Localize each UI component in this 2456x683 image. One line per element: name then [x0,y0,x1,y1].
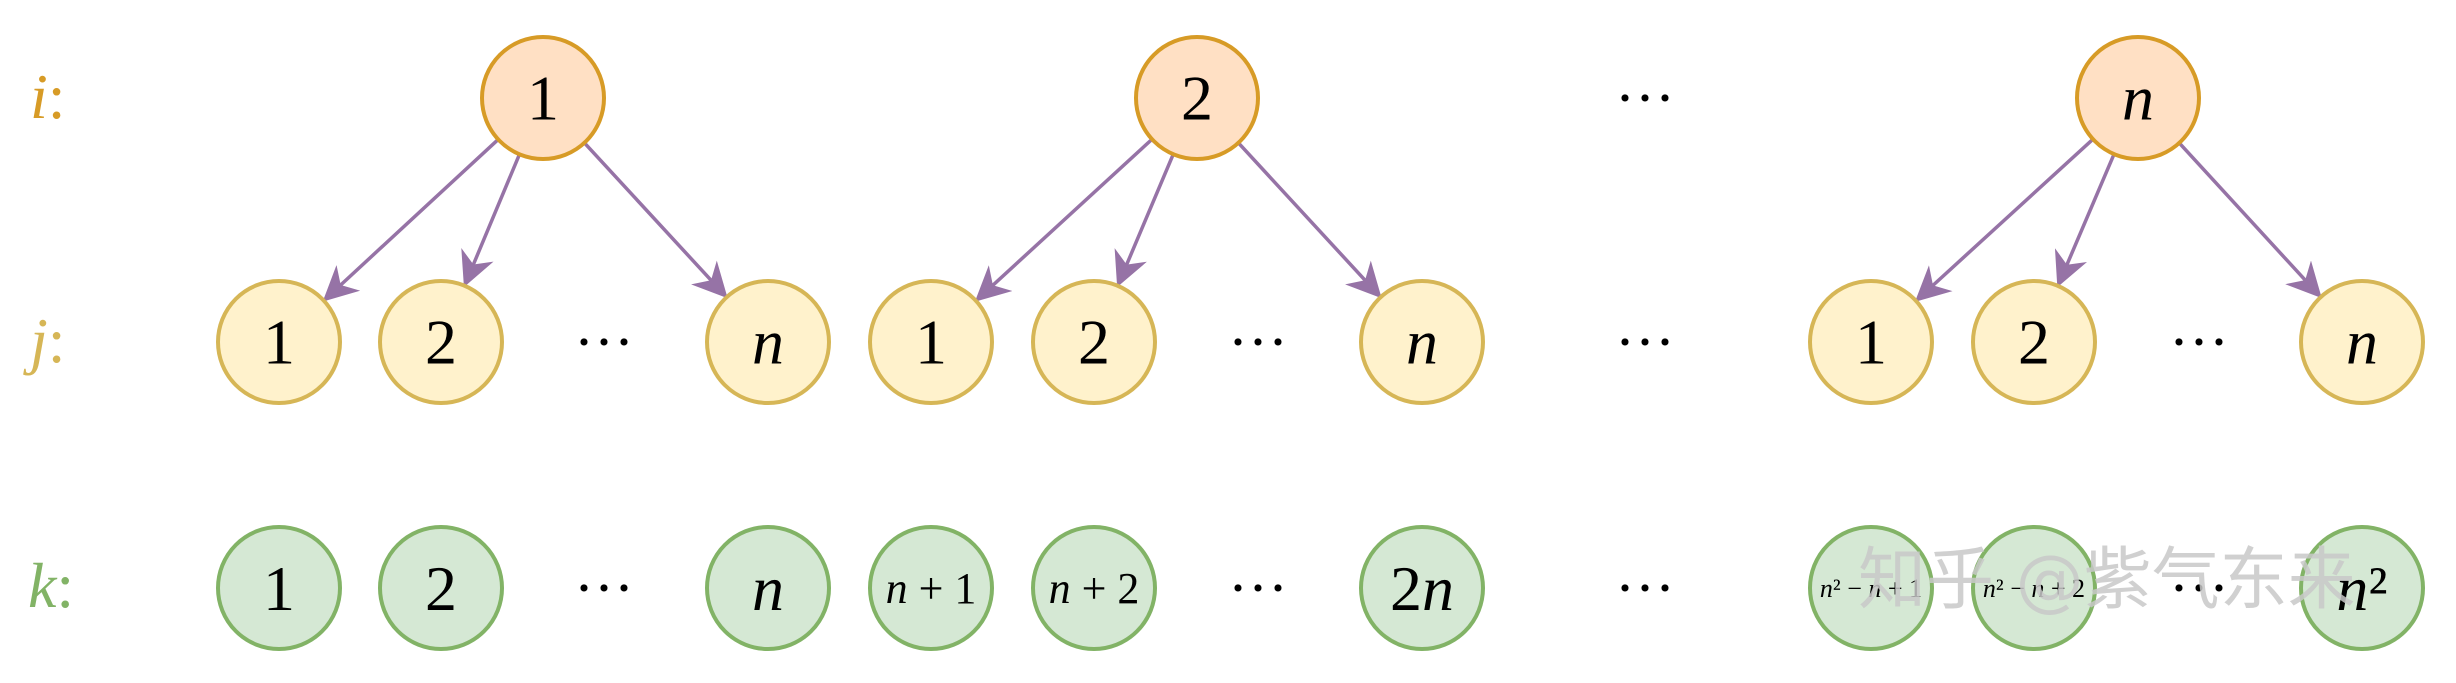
j-node-g3-2-circle [1971,279,2097,405]
j-node-g3-2: 2 [1971,279,2097,405]
row-label-k-colon: : [56,550,74,621]
j-node-g2-3-circle [1359,279,1485,405]
k-node-g1-1: 1 [216,525,342,651]
k-node-circle [1359,525,1485,651]
j-ellipsis-g2: ··· [1228,309,1288,375]
j-node-g2-1-circle [868,279,994,405]
arrow-i1-j3 [583,141,728,299]
k-node-label: n² − n + 1 [1820,574,1922,603]
k-node-label: n² − n + 2 [1983,574,2085,603]
watermark-text: 知乎 @紫气东来 [1858,541,2356,620]
j-node-g3-3-label: n [2346,307,2378,378]
k-node-circle [1971,525,2097,651]
k-ellipsis-g3: ··· [2169,555,2229,621]
k-ellipsis-mid: ··· [1615,555,1675,621]
j-node-g2-2-label: 2 [1078,307,1110,378]
j-node-g3-1-circle [1808,279,1934,405]
j-node-g1-2-circle [378,279,504,405]
i-ellipsis: ··· [1615,65,1675,131]
j-node-g2-3: n [1359,279,1485,405]
j-node-g3-2-label: 2 [2018,307,2050,378]
i-node-2-label: 2 [1181,63,1213,134]
k-node-g2-3: 2n [1359,525,1485,651]
i-node-1: 1 [480,35,606,161]
arrow-i3-j3 [2177,141,2322,299]
k-node-g1-2: 2 [378,525,504,651]
i-node-2-circle [1134,35,1260,161]
row-label-j: j: [23,305,66,376]
arrow-i2-j3 [1237,141,1382,299]
k-node-g3-1: n² − n + 1 [1808,525,1934,651]
row-label-i: i: [30,61,66,132]
i-node-1-circle [480,35,606,161]
k-node-label: 2n [1390,553,1454,624]
k-node-g1-3: n [705,525,831,651]
j-node-g2-2-circle [1031,279,1157,405]
k-node-g3-2: n² − n + 2 [1971,525,2097,651]
row-label-j-colon: : [48,305,66,376]
j-node-g1-3-circle [705,279,831,405]
k-node-label: n² [2336,553,2387,624]
j-node-g2-2: 2 [1031,279,1157,405]
j-node-g2-1-label: 1 [915,307,947,378]
k-ellipsis-g1: ··· [574,555,634,621]
j-ellipsis-g3: ··· [2169,309,2229,375]
arrow-i3-j2 [2054,153,2116,288]
j-node-g1-3: n [705,279,831,405]
i-node-2: 2 [1134,35,1260,161]
k-node-g2-1: n + 1 [868,525,994,651]
j-node-g2-1: 1 [868,279,994,405]
arrow-i3-j1 [1914,137,2095,302]
j-node-g3-3: n [2299,279,2425,405]
k-node-label: n + 2 [1049,564,1140,613]
k-node-circle [1031,525,1157,651]
k-node-circle [1808,525,1934,651]
arrow-i1-j1 [322,138,500,302]
j-node-g2-3-label: n [1406,307,1438,378]
i-node-3-circle [2075,35,2201,161]
k-node-g3-3: n² [2299,525,2425,651]
row-label-i-var: i [30,61,48,132]
row-label-k: k: [28,550,74,621]
k-node-label: n + 1 [886,564,977,613]
k-node-label: 1 [263,553,295,624]
k-node-circle [378,525,504,651]
k-node-circle [216,525,342,651]
j-node-g3-1-label: 1 [1855,307,1887,378]
k-node-circle [705,525,831,651]
arrow-i2-j2 [1114,153,1175,288]
row-label-k-var: k [28,550,58,621]
j-node-g3-3-circle [2299,279,2425,405]
k-node-circle [868,525,994,651]
arrows-layer [322,137,2322,302]
i-node-3: n [2075,35,2201,161]
k-node-circle [2299,525,2425,651]
j-node-g1-2-label: 2 [425,307,457,378]
j-node-g1-1-label: 1 [263,307,295,378]
j-node-g1-3-label: n [752,307,784,378]
j-node-g1-1: 1 [216,279,342,405]
j-ellipsis-mid: ··· [1615,309,1675,375]
j-ellipsis-g1: ··· [574,309,634,375]
row-label-j-var: j [23,305,48,376]
i-node-1-label: 1 [527,63,559,134]
arrow-i2-j1 [974,137,1154,302]
k-node-label: 2 [425,553,457,624]
j-node-g3-1: 1 [1808,279,1934,405]
row-label-i-colon: : [48,61,66,132]
arrow-i1-j2 [461,153,522,288]
k-node-g2-2: n + 2 [1031,525,1157,651]
j-node-g1-2: 2 [378,279,504,405]
k-ellipsis-g2: ··· [1228,555,1288,621]
i-node-3-label: n [2122,63,2154,134]
k-node-label: n [752,553,784,624]
j-node-g1-1-circle [216,279,342,405]
